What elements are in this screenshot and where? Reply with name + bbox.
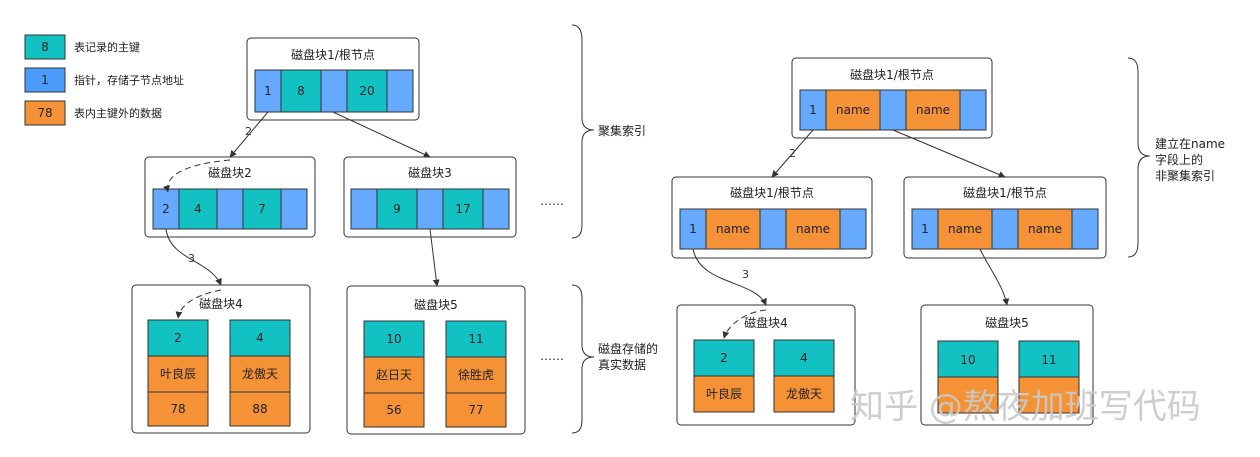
- left-block-5-title: 磁盘块5: [414, 297, 458, 312]
- left-block-5-r1-name: 赵日天: [376, 368, 412, 382]
- left-block-4-r2-name: 龙傲天: [242, 366, 278, 381]
- right-edge-label-3: 3: [742, 268, 749, 281]
- right-block-4-title: 磁盘块4: [744, 315, 788, 330]
- right-edge-label-2: 2: [789, 147, 796, 160]
- legend-pointer-swatch: [24, 67, 66, 93]
- left-root-key-2: [346, 69, 388, 113]
- left-upper-brace: [571, 24, 595, 239]
- left-block-5-r2-val: 77: [468, 403, 483, 417]
- right-child-left-title: 磁盘块1/根节点: [730, 185, 814, 200]
- right-child-right: 磁盘块1/根节点 1 name name: [903, 176, 1107, 259]
- right-block-4-r1-key: 2: [720, 351, 728, 365]
- right-root-cell-2: name: [836, 103, 870, 117]
- right-block-4-r2-key: 4: [800, 351, 808, 365]
- left-lower-brace-text-2: 真实数据: [598, 357, 646, 372]
- edge-block2-to-block4: [165, 228, 222, 286]
- right-brace-text-2: 字段上的: [1155, 152, 1203, 167]
- legend-data-value: 78: [37, 106, 52, 120]
- left-block-4-r1-val: 78: [170, 402, 185, 416]
- left-lower-brace: [571, 284, 595, 434]
- left-upper-ellipsis: ……: [540, 194, 564, 208]
- left-block-3-cell-4: 17: [455, 202, 470, 216]
- left-lower-ellipsis: ……: [540, 349, 564, 363]
- right-child-left-cell-4: name: [796, 222, 830, 236]
- left-edge-label-3: 3: [188, 252, 195, 265]
- edge-rchild-left-to-rblock4: [692, 248, 767, 306]
- right-brace-text-3: 非聚集索引: [1155, 168, 1215, 183]
- left-edge-label-2: 2: [245, 125, 252, 138]
- left-block-5-r1-key: 10: [386, 332, 401, 346]
- left-root-cell-2: 8: [297, 84, 305, 98]
- right-block-5-r1-key: 10: [960, 353, 975, 367]
- right-brace-text-1: 建立在name: [1155, 136, 1225, 151]
- left-block-4-r2-key: 4: [256, 331, 264, 345]
- right-block-5-r2-key: 11: [1041, 353, 1056, 367]
- legend-pointer-text: 指针，存储子节点地址: [74, 73, 184, 87]
- left-block-2: 磁盘块2 2 4 7: [144, 156, 316, 238]
- right-child-left-cell-1: 1: [689, 222, 697, 236]
- left-block-4-r1-key: 2: [174, 331, 182, 345]
- left-block-5-r2-name: 徐胜虎: [458, 367, 494, 382]
- right-child-right-cell-4: name: [1028, 222, 1062, 236]
- edge-rroot-to-rchild-left: [771, 129, 814, 178]
- left-root-cell-1: 1: [264, 84, 272, 98]
- left-root-ptr-2: [320, 69, 348, 113]
- edge-rchild-right-to-rblock5: [979, 248, 1010, 306]
- left-lower-brace-text-1: 磁盘存储的: [598, 341, 658, 356]
- left-block-5-r1-val: 56: [386, 403, 401, 417]
- legend-pointer-value: 1: [41, 73, 49, 87]
- right-child-left: 磁盘块1/根节点 1 name name: [671, 176, 873, 259]
- right-child-right-cell-2: name: [948, 222, 982, 236]
- right-block-4: 磁盘块4 2 叶良辰 4 龙傲天: [676, 304, 856, 426]
- legend-key-text: 表记录的主键: [74, 40, 140, 54]
- right-edges: [692, 129, 1010, 339]
- right-block-4-r1-name: 叶良辰: [706, 386, 742, 401]
- left-block-5-r2-key: 11: [468, 332, 483, 346]
- right-child-right-cell-1: 1: [921, 222, 929, 236]
- right-brace: [1127, 57, 1151, 258]
- right-block-5-title: 磁盘块5: [985, 315, 1029, 330]
- left-block-2-cell-4: 7: [258, 202, 266, 216]
- left-root-cell-4: 20: [359, 84, 374, 98]
- right-root-cell-4: name: [916, 103, 950, 117]
- left-block-5: 磁盘块5 10 赵日天 56 11 徐胜虎 77: [346, 285, 526, 435]
- right-root-title: 磁盘块1/根节点: [850, 67, 934, 82]
- left-root-ptr-3: [386, 69, 414, 113]
- left-upper-brace-text: 聚集索引: [598, 123, 646, 138]
- left-block-2-title: 磁盘块2: [208, 165, 252, 180]
- left-block-3-title: 磁盘块3: [408, 165, 452, 180]
- left-block-4-title: 磁盘块4: [199, 296, 243, 311]
- right-root-cell-1: 1: [809, 103, 817, 117]
- legend-data-text: 表内主键外的数据: [74, 106, 162, 120]
- watermark-text: 知乎 @熬夜加班写代码: [850, 387, 1201, 427]
- right-child-left-cell-2: name: [716, 222, 750, 236]
- left-root-title: 磁盘块1/根节点: [291, 47, 375, 62]
- left-block-4: 磁盘块4 2 叶良辰 78 4 龙傲天 88: [131, 284, 311, 434]
- left-block-2-cell-2: 4: [194, 202, 202, 216]
- edge-root-to-block2: [229, 111, 269, 158]
- left-block-4-r2-val: 88: [252, 402, 267, 416]
- edge-root-to-block2-dashed: [163, 159, 231, 193]
- edge-root-to-block3: [332, 111, 431, 158]
- right-child-right-title: 磁盘块1/根节点: [963, 185, 1047, 200]
- legend-key-swatch: [24, 34, 66, 60]
- left-block-4-r1-name: 叶良辰: [160, 366, 196, 381]
- legend: 8 表记录的主键 1 指针，存储子节点地址 78 表内主键外的数据: [24, 34, 184, 126]
- right-root-node: 磁盘块1/根节点 1 name name: [791, 57, 993, 139]
- edge-block3-to-block5: [429, 228, 440, 287]
- right-block-5: 磁盘块5 10 11: [920, 304, 1094, 426]
- right-block-4-r2-name: 龙傲天: [786, 386, 822, 401]
- left-edges: [163, 111, 440, 319]
- left-block-3: 磁盘块3 9 17: [343, 156, 517, 238]
- edge-rchild-left-to-rblock4-dashed: [722, 309, 767, 339]
- legend-key-value: 8: [41, 40, 49, 54]
- legend-data-swatch: [24, 100, 66, 126]
- edge-rroot-to-rchild-right: [892, 129, 1006, 178]
- left-root-node: 磁盘块1/根节点 1 8 20: [246, 37, 420, 121]
- left-block-3-cell-2: 9: [393, 202, 401, 216]
- left-root-key-1: [280, 69, 322, 113]
- edge-block2-to-block4-dashed: [175, 289, 222, 319]
- left-block-2-cell-1: 2: [162, 202, 170, 216]
